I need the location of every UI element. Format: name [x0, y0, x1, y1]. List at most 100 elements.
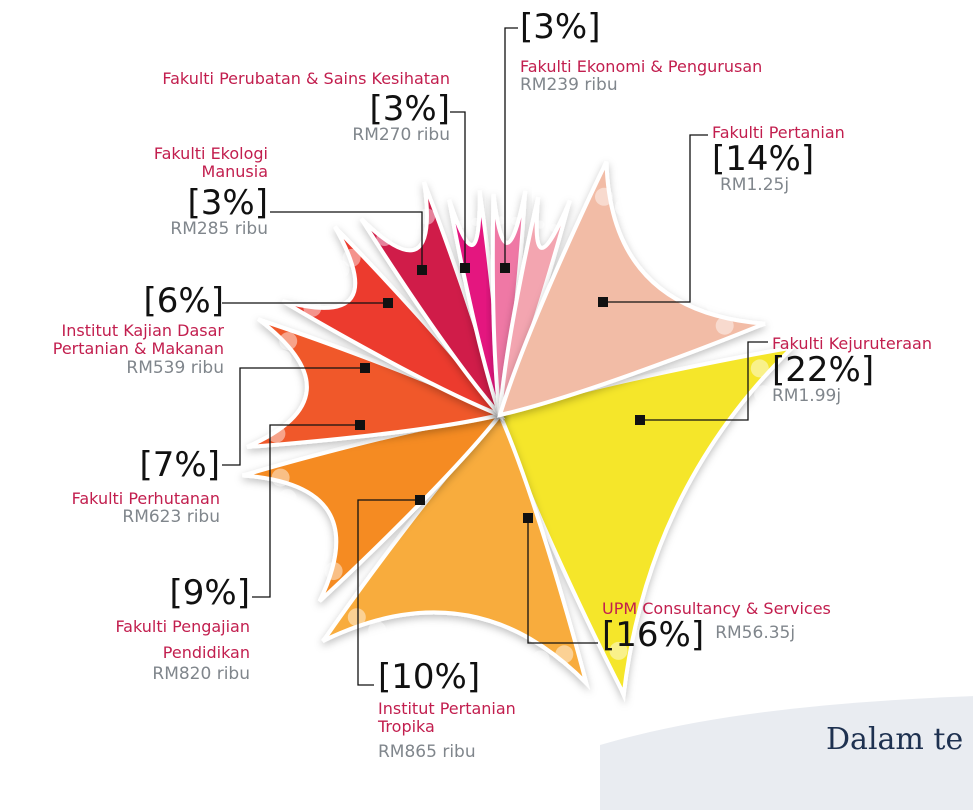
petal-0-dot	[673, 597, 692, 616]
petal-2-dot	[324, 562, 343, 581]
petal-0-dot	[721, 535, 739, 554]
petal-2-dot	[310, 545, 329, 564]
petal-2-dot	[278, 489, 297, 508]
petal-0-dot	[632, 629, 651, 648]
petal-1-dot	[507, 653, 526, 672]
label-institut-pertanian-tropika-pct: [10%]	[378, 657, 481, 697]
petal-1-dot	[412, 641, 431, 659]
petal-9-dot	[706, 296, 725, 315]
label-ekologi-manusia-name: Fakulti Ekologi Manusia	[153, 144, 268, 182]
petal-2-dot	[287, 509, 306, 527]
petal-8-dot	[536, 220, 545, 229]
connector-upm-consultancy	[527, 518, 598, 644]
label-perubatan-amount: RM270 ribu	[352, 125, 450, 146]
marker-pengajian-pendidikan	[355, 420, 365, 430]
petal-0-dot	[653, 614, 672, 633]
marker-upm-consultancy	[523, 513, 533, 523]
petal-3-dot	[266, 405, 285, 424]
label-kejuruteraan-name: Fakulti Kejuruteraan	[772, 334, 932, 353]
label-ekologi-manusia-amount: RM285 ribu	[170, 218, 268, 239]
label-pertanian-amount: RM1.25j	[720, 175, 790, 196]
label-upm-consultancy-pct: [16%]	[602, 615, 705, 656]
label-perhutanan-amount: RM623 ribu	[122, 507, 220, 528]
petal-9-dot	[695, 276, 714, 295]
petal-9-dot	[667, 240, 686, 259]
petal-9-dot	[715, 316, 734, 335]
label-institut-pertanian-tropika-name: Institut Pertanian Tropika	[378, 699, 516, 737]
label-pertanian-pct: [14%]	[712, 139, 815, 180]
marker-kejuruteraan	[635, 415, 645, 425]
petal-1-dot	[435, 647, 454, 666]
petal-5-dot	[376, 229, 393, 246]
petal-9	[497, 160, 766, 418]
connector-perhutanan	[222, 367, 365, 466]
petal-0-dot	[691, 578, 710, 597]
marker-perhutanan	[360, 363, 370, 373]
petal-0	[497, 344, 799, 703]
connector-pengajian-pendidikan	[252, 424, 360, 598]
petal-3	[246, 317, 506, 449]
petal-6	[447, 190, 503, 416]
petal-5-dot	[404, 214, 421, 231]
connector-ekologi-manusia	[270, 211, 423, 270]
connector-institut-pertanian-tropika	[357, 499, 420, 686]
petal-1	[321, 411, 591, 690]
label-pengajian-pendidikan-name: Fakulti Pengajian Pendidikan	[115, 617, 250, 662]
label-ekologi-manusia: Fakulti Ekologi Manusia [3%] RM285 ribu	[110, 144, 268, 239]
marker-pertanian	[598, 297, 608, 307]
label-perhutanan-pct: [7%]	[139, 445, 220, 485]
petal-0-dot	[754, 411, 773, 430]
label-ekonomi-pct: [3%]	[520, 7, 601, 47]
petal-9-dot	[595, 187, 613, 206]
label-ekonomi-amount: RM239 ribu	[520, 75, 618, 96]
petal-4-dot	[311, 285, 330, 304]
connector-perubatan	[450, 111, 466, 268]
label-kejuruteraan-pct: [22%]	[772, 350, 875, 391]
petal-4	[281, 225, 506, 420]
petal-9-dot	[682, 258, 701, 276]
petal-9-dot	[614, 198, 633, 217]
label-ikdpm-amount: RM539 ribu	[126, 357, 224, 378]
marker-perubatan	[460, 263, 470, 273]
petal-3-dot	[267, 424, 286, 443]
label-ekonomi-name: Fakulti Ekonomi & Pengurusan	[520, 57, 763, 76]
petal-1-dot	[368, 621, 387, 640]
label-perhutanan: [7%] Fakulti Perhutanan RM623 ribu	[10, 448, 220, 528]
connector-pertanian	[603, 134, 708, 303]
label-ekonomi: [3%] Fakulti Ekonomi & Pengurusan RM239 …	[520, 10, 762, 96]
connector-ekonomi	[504, 27, 518, 268]
petal-1-dot	[483, 653, 502, 672]
marker-ikdpm	[383, 298, 393, 308]
funding-pie-chart	[222, 27, 799, 703]
footer-text: Dalam te	[826, 722, 964, 757]
petal-9-dot	[651, 225, 670, 244]
label-kejuruteraan-amount: RM1.99j	[772, 386, 842, 407]
petal-0-dot	[609, 641, 628, 660]
petal-0-dot	[750, 359, 769, 378]
label-perhutanan-name: Fakulti Perhutanan	[71, 489, 220, 508]
petal-6-dot	[457, 220, 467, 229]
connector-kejuruteraan	[640, 341, 768, 421]
petal-0-dot	[732, 512, 751, 531]
petal-9-dot	[633, 210, 652, 229]
marker-ekonomi	[500, 263, 510, 273]
label-perubatan: Fakulti Perubatan & Sains Kesihatan [3%]…	[90, 69, 450, 146]
petal-4-dot	[342, 248, 361, 267]
label-perubatan-pct: [3%]	[369, 89, 450, 130]
petal-1-dot	[555, 645, 574, 664]
label-institut-pertanian-tropika: [10%] Institut Pertanian Tropika RM865 r…	[378, 660, 558, 762]
marker-institut-pertanian-tropika	[415, 495, 425, 505]
label-pertanian: Fakulti Pertanian [14%] RM1.25j	[712, 123, 845, 196]
petal-8-dot	[549, 223, 558, 232]
petal-1-dot	[389, 632, 408, 651]
petal-0-dot	[754, 385, 773, 404]
petal-2-dot	[298, 527, 317, 546]
petal-3-dot	[273, 350, 292, 369]
label-ikdpm-pct: [6%]	[143, 281, 224, 321]
petal-1-dot	[347, 608, 366, 627]
label-ikdpm-name: Institut Kajian Dasar Pertanian & Makana…	[52, 321, 224, 359]
petal-3-dot	[267, 387, 286, 406]
petal-5-dot	[418, 208, 436, 225]
label-institut-pertanian-tropika-amount: RM865 ribu	[378, 741, 476, 762]
petal-7-dot	[510, 216, 520, 226]
